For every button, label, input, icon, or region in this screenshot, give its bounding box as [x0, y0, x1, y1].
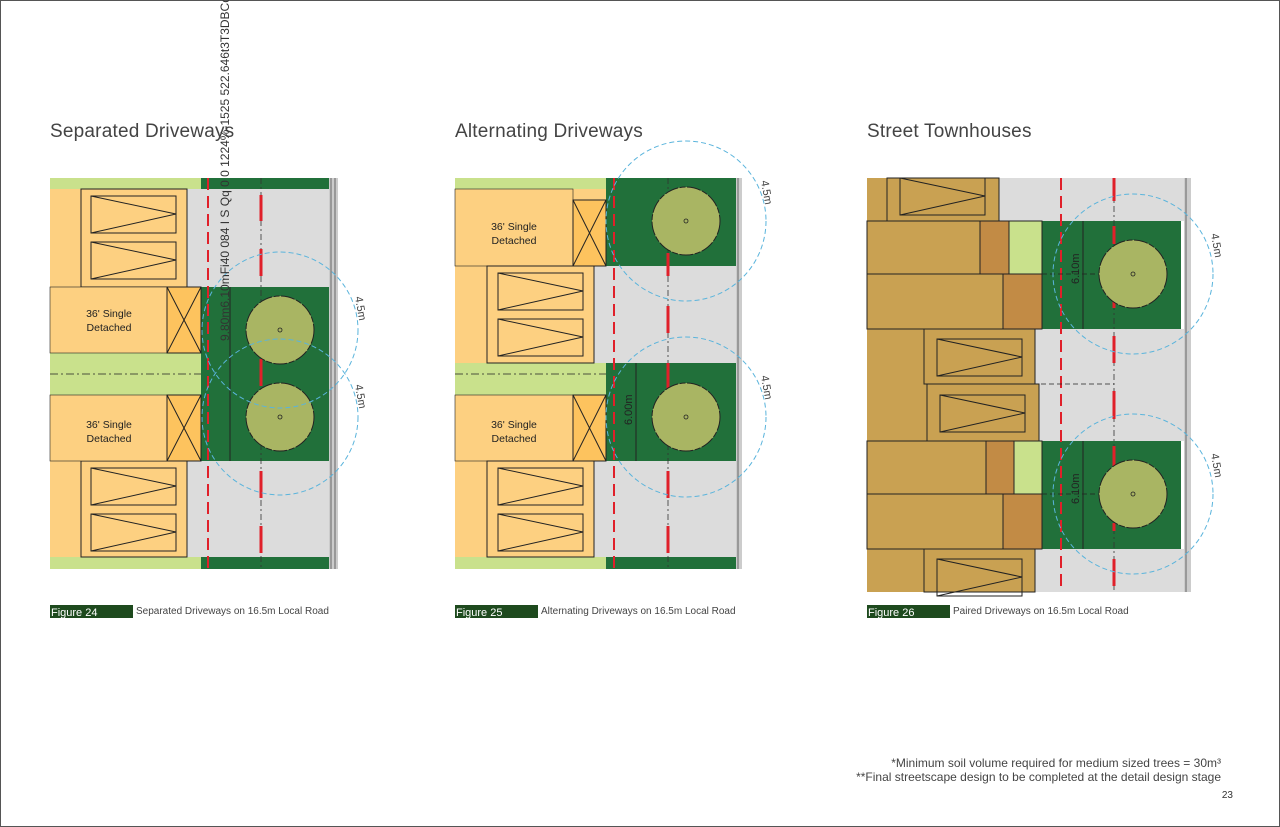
canopy-circle	[201, 338, 359, 496]
figure-label: Figure 24	[50, 605, 133, 618]
canopy-circle	[201, 251, 359, 409]
figure-25-diagram: 36' Single Detached 36' Single Detached …	[454, 140, 774, 569]
dimension-label: 6.10m	[1070, 473, 1082, 504]
lot-label: 36' Single	[86, 308, 132, 320]
figure-label: Figure 26	[867, 605, 950, 618]
lot-label: 36' Single	[491, 419, 537, 431]
lot-label: Detached	[87, 433, 132, 445]
figure-26-title: Street Townhouses	[867, 121, 1032, 142]
tree-icon	[1098, 239, 1168, 309]
tree-icon	[245, 382, 315, 452]
figure-26-diagram: 6.10m 6.10m 4.5m 4.5m	[866, 177, 1224, 597]
figure-24-diagram: 36' Single Detached 36' Single Detached …	[49, 178, 368, 569]
dimension-label: 6.10m	[1070, 253, 1082, 284]
overlay-artifact-text: 9.80m6.10mFi40 084 I S Qq 0 0 1224%-1525…	[218, 0, 232, 341]
lot-label: Detached	[87, 322, 132, 334]
figure-label: Figure 25	[455, 605, 538, 618]
caption-text: Separated Driveways on 16.5m Local Road	[136, 606, 329, 617]
dimension-label: 4.5m	[352, 295, 368, 321]
footnote-final-design: **Final streetscape design to be complet…	[856, 770, 1221, 784]
dimension-label: 4.5m	[352, 383, 368, 409]
tree-icon	[651, 186, 721, 256]
tree-icon	[1098, 459, 1168, 529]
figure-25-title: Alternating Driveways	[455, 121, 643, 142]
lot-label: Detached	[492, 235, 537, 247]
page-number: 23	[1221, 790, 1233, 801]
lot-label: 36' Single	[491, 221, 537, 233]
footnote-soil-volume: *Minimum soil volume required for medium…	[891, 756, 1221, 770]
dimension-label: 4.5m	[758, 179, 774, 205]
driveway-diagrams: 36' Single Detached 36' Single Detached …	[49, 140, 1224, 597]
dimension-label: 4.5m	[758, 374, 774, 400]
caption-text: Paired Driveways on 16.5m Local Road	[953, 606, 1129, 617]
dimension-label: 6.00m	[623, 394, 635, 425]
lot-label: 36' Single	[86, 419, 132, 431]
tree-icon	[245, 295, 315, 365]
tree-icon	[651, 382, 721, 452]
dimension-label: 4.5m	[1208, 232, 1224, 258]
dimension-label: 4.5m	[1208, 452, 1224, 478]
figure-24-title: Separated Driveways	[50, 121, 235, 142]
caption-text: Alternating Driveways on 16.5m Local Roa…	[541, 606, 736, 617]
lot-label: Detached	[492, 433, 537, 445]
